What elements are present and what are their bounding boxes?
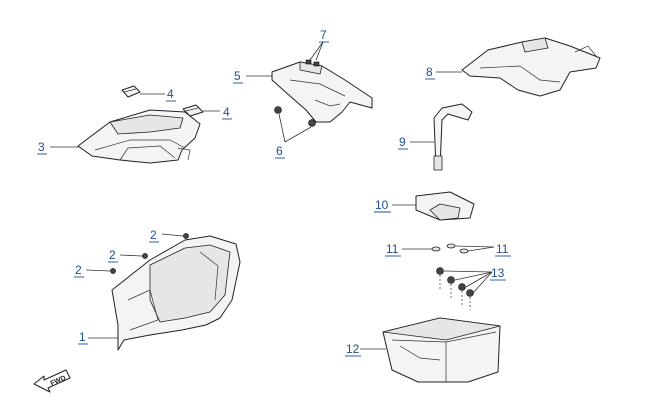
svg-text:9: 9 xyxy=(399,135,406,149)
svg-text:4: 4 xyxy=(223,105,230,119)
svg-text:12: 12 xyxy=(346,342,360,356)
part-11-grommet[interactable] xyxy=(431,243,469,254)
callout-8[interactable]: 8 xyxy=(425,65,435,80)
callout-9[interactable]: 9 xyxy=(398,135,408,150)
svg-text:2: 2 xyxy=(109,248,116,262)
part-1-side-panel[interactable] xyxy=(111,235,241,351)
callout-7[interactable]: 7 xyxy=(319,28,329,43)
part-13-screw[interactable] xyxy=(436,267,474,297)
callout-11-left[interactable]: 11 xyxy=(385,242,401,257)
forward-arrow-icon: FWD xyxy=(33,369,71,393)
svg-text:13: 13 xyxy=(491,266,505,280)
svg-text:7: 7 xyxy=(320,28,327,42)
part-9-strap[interactable] xyxy=(433,103,473,171)
svg-text:6: 6 xyxy=(276,144,283,158)
part-4-clip-left[interactable] xyxy=(121,85,141,98)
svg-text:10: 10 xyxy=(375,198,389,212)
callout-2-top[interactable]: 2 xyxy=(149,228,159,243)
svg-text:2: 2 xyxy=(75,263,82,277)
part-12-storage-tray[interactable] xyxy=(382,317,501,383)
callout-5[interactable]: 5 xyxy=(233,69,243,84)
svg-text:5: 5 xyxy=(234,69,241,83)
svg-text:11: 11 xyxy=(386,242,399,256)
svg-text:4: 4 xyxy=(167,87,174,101)
part-10-pad[interactable] xyxy=(415,191,475,221)
part-5-upper-bracket[interactable] xyxy=(271,61,373,123)
part-2-screw[interactable] xyxy=(110,233,189,274)
callout-1[interactable]: 1 xyxy=(78,330,88,345)
svg-text:3: 3 xyxy=(38,140,45,154)
callout-12[interactable]: 12 xyxy=(345,342,361,357)
part-3-front-cover[interactable] xyxy=(77,109,201,164)
callout-2-bottom[interactable]: 2 xyxy=(74,263,84,278)
callout-10[interactable]: 10 xyxy=(374,198,391,213)
part-4-clip-right[interactable] xyxy=(182,104,204,117)
callout-4-left[interactable]: 4 xyxy=(166,87,176,102)
callout-13[interactable]: 13 xyxy=(490,266,506,281)
callout-6[interactable]: 6 xyxy=(275,144,285,159)
callout-11-right[interactable]: 11 xyxy=(495,242,511,257)
callout-3[interactable]: 3 xyxy=(37,140,47,155)
part-8-rear-cover[interactable] xyxy=(461,37,601,97)
part-7-fastener[interactable] xyxy=(305,59,320,67)
svg-text:1: 1 xyxy=(79,330,86,344)
svg-text:11: 11 xyxy=(496,242,509,256)
callout-2-middle[interactable]: 2 xyxy=(108,248,118,263)
svg-text:2: 2 xyxy=(150,228,157,242)
part-6-nut[interactable] xyxy=(274,106,316,127)
callout-4-right[interactable]: 4 xyxy=(222,105,232,120)
svg-text:8: 8 xyxy=(426,65,433,79)
